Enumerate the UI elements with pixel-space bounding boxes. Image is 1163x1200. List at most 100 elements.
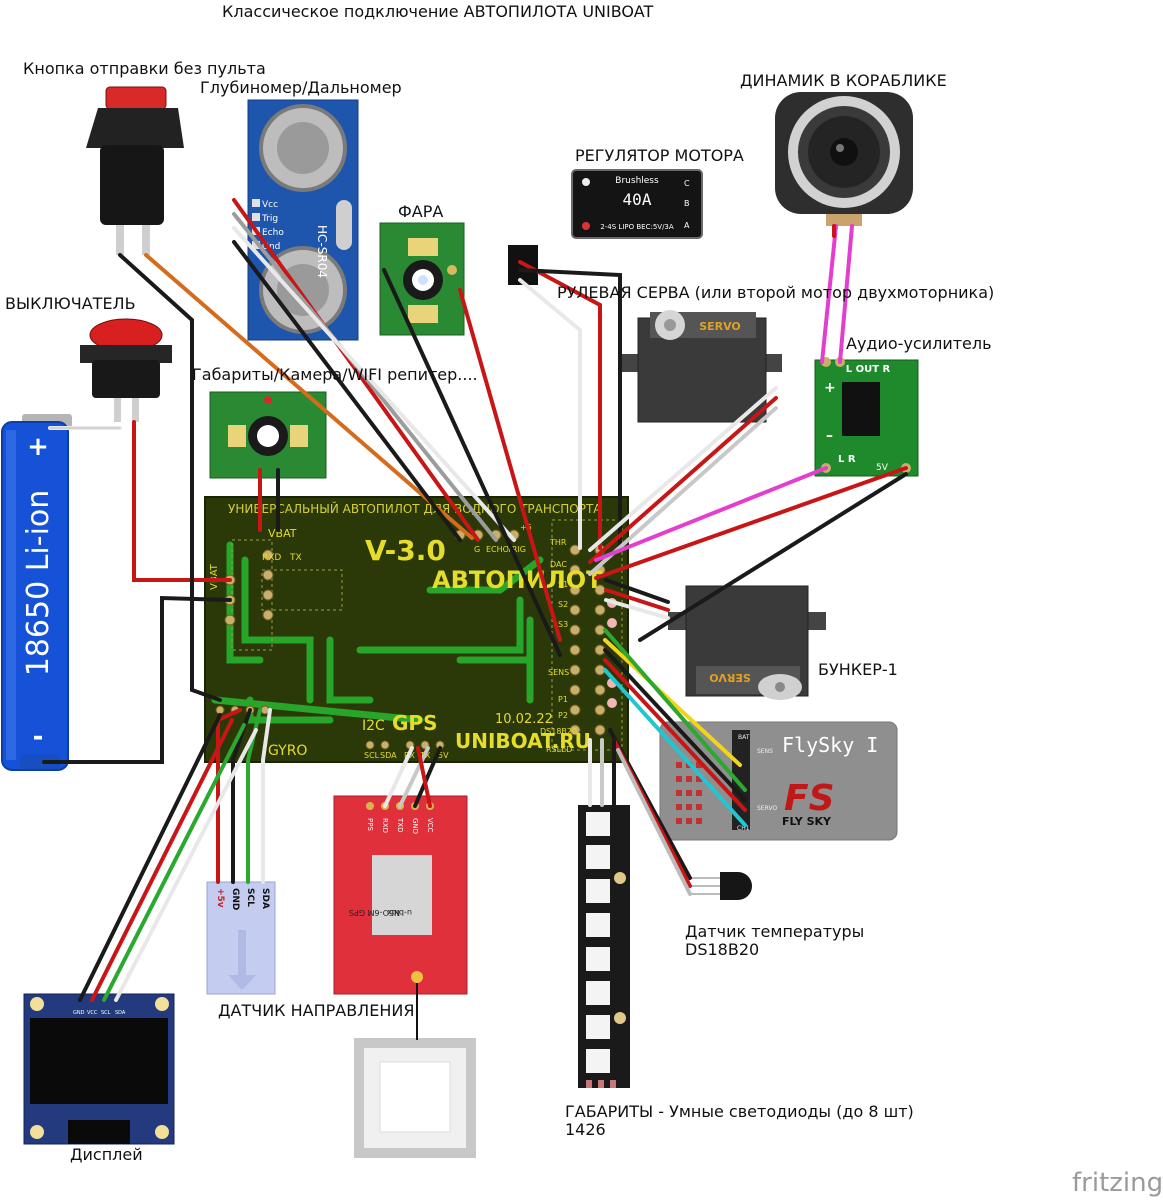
board-pin-s2: S2 [558,600,568,609]
sonar-pin-trig: Trig [261,214,278,224]
speaker [775,92,913,226]
board-pin-s3: S3 [558,620,568,629]
sonar-model: HC-SR04 [315,225,329,278]
amp-top-label: L OUT R [846,364,891,375]
gps-model: NEO-6M GPS [349,908,400,917]
board-vbat2-label: VBAT [268,527,297,540]
compass-pin-scl: SCL [245,888,255,907]
sonar-hc-sr04: HC-SR04 Vcc Trig Echo Gnd [247,99,359,341]
board-pin-trig: TRIG [506,545,526,554]
board-pins [215,529,606,750]
label-speaker: ДИНАМИК В КОРАБЛИКЕ [740,71,947,90]
oled-display: GND VCC SCL SDA [23,993,175,1145]
label-temp-sensor-2: DS18B20 [685,940,760,959]
board-gyro-label: GYRO [268,743,307,759]
battery-plus: + [27,432,49,462]
flysky-ch: CH1 [737,825,750,832]
esc-pin-a: A [684,221,690,230]
amp-5v-label: 5V [876,463,889,473]
board-pin-scl: SCL [364,751,380,760]
label-lights-camera: Габариты/Камера/WIFI репитер.... [192,365,478,384]
gps-pin-txd: TXD [396,817,404,832]
board-gps-label: GPS [392,711,437,735]
hopper-servo-text: SERVO [709,671,751,684]
label-display: Дисплей [70,1145,143,1164]
board-site: UNIBOAT.RU [455,729,591,753]
amp-plus-label: + [824,380,836,396]
label-smart-leds-1: ГАБАРИТЫ - Умные светодиоды (до 8 шт) [565,1102,914,1121]
board-date: 10.02.22 [495,712,553,727]
wire-switch-board-red [132,420,232,582]
power-switch-component [80,318,172,422]
esc-pin-c: C [684,179,690,188]
board-pin-echo: ECHO [486,545,509,554]
compass-pin-5v: +5v [215,888,225,908]
label-hopper: БУНКЕР-1 [818,660,898,679]
label-send-button: Кнопка отправки без пульта [23,59,266,78]
board-pin-g: G [474,545,480,554]
diagram-title: Классическое подключение АВТОПИЛОТА UNIB… [222,2,654,21]
gps-pin-rxd: RXD [381,818,389,833]
board-pin-s1: S1 [558,580,568,589]
board-pin-sens: SENS [548,668,569,677]
board-i2c-label: I2C [362,718,385,734]
compass-module: +5v GND SCL SDA [206,881,276,995]
board-pin-p1: P1 [558,695,568,704]
rudder-servo: SERVO [622,310,782,423]
battery-18650: + - 18650 Li-ion [1,414,72,771]
oled-pin-gnd: GND [73,1010,85,1016]
esc-brand: Brushless [615,176,659,186]
compass-pin-sda: SDA [260,888,270,909]
gps-brand: u-blox [387,908,412,917]
smart-led-strip [578,805,630,1088]
label-motor-esc: РЕГУЛЯТОР МОТОРА [575,146,744,165]
label-headlight: ФАРА [398,202,444,221]
gps-pin-gnd: GND [411,818,419,834]
board-pin-sda: SDA [380,751,397,760]
board-pin-p2: P2 [558,711,568,720]
board-vbat-label: VBAT [209,563,220,590]
sonar-pin-echo: Echo [262,228,284,238]
flysky-title: FlySky I [782,733,878,757]
esc-current: 40A [623,190,652,209]
label-compass: ДАТЧИК НАПРАВЛЕНИЯ [218,1001,415,1020]
board-pin-gps-5v: 5V [438,751,449,760]
lights-camera-led [209,391,327,479]
send-button-component [86,86,184,255]
battery-minus: - [33,722,44,752]
esc-pin-b: B [684,199,690,208]
sonar-pin-vcc: Vcc [262,200,278,210]
oled-pin-scl: SCL [101,1010,111,1016]
board-pin-ds18b20: DS18B20 [540,727,577,736]
wires [42,198,908,1002]
board-pin-rsled: RSLED [546,745,572,754]
label-rudder-servo: РУЛЕВАЯ СЕРВА (или второй мотор двухмото… [557,283,995,302]
label-audio-amp: Аудио-усилитель [846,334,992,353]
board-header: УНИВЕРСАЛЬНЫЙ АВТОПИЛОТ ДЛЯ ВОДНОГО ТРАН… [228,501,602,516]
temp-sensor-ds18b20 [690,872,752,900]
wire-battery-gnd [42,595,232,764]
label-switch: ВЫКЛЮЧАТЕЛЬ [5,294,136,313]
oled-pin-vcc: VCC [87,1010,98,1016]
headlight-led [379,222,465,336]
oled-pin-sda: SDA [115,1010,126,1016]
flysky-brand: FLY SKY [782,815,832,828]
flysky-logo: FS [784,778,835,819]
label-temp-sensor-1: Датчик температуры [685,922,865,941]
hopper-servo: SERVO [668,585,826,700]
gps-pin-pps: PPS [366,818,374,831]
board-tx-label: TX [289,553,302,563]
board-version: V-3.0 [365,534,446,567]
esc-spec: 2-4S LIPO BEC:5V/3A [600,223,674,231]
flysky-sens: SENS [757,748,773,755]
label-sonar: Глубиномер/Дальномер [200,78,402,97]
flysky-servo: SERVO [757,805,777,812]
wire-button-black [118,253,222,702]
motor-esc: Brushless 40A 2-4S LIPO BEC:5V/3A C B A [508,169,703,285]
amp-minus-label: – [826,428,833,444]
rudder-servo-text: SERVO [699,320,741,333]
sonar-pin-gnd: Gnd [262,242,280,252]
gps-pin-vcc: VCC [426,818,434,833]
audio-amplifier: L OUT R L R 5V + – [814,357,919,477]
